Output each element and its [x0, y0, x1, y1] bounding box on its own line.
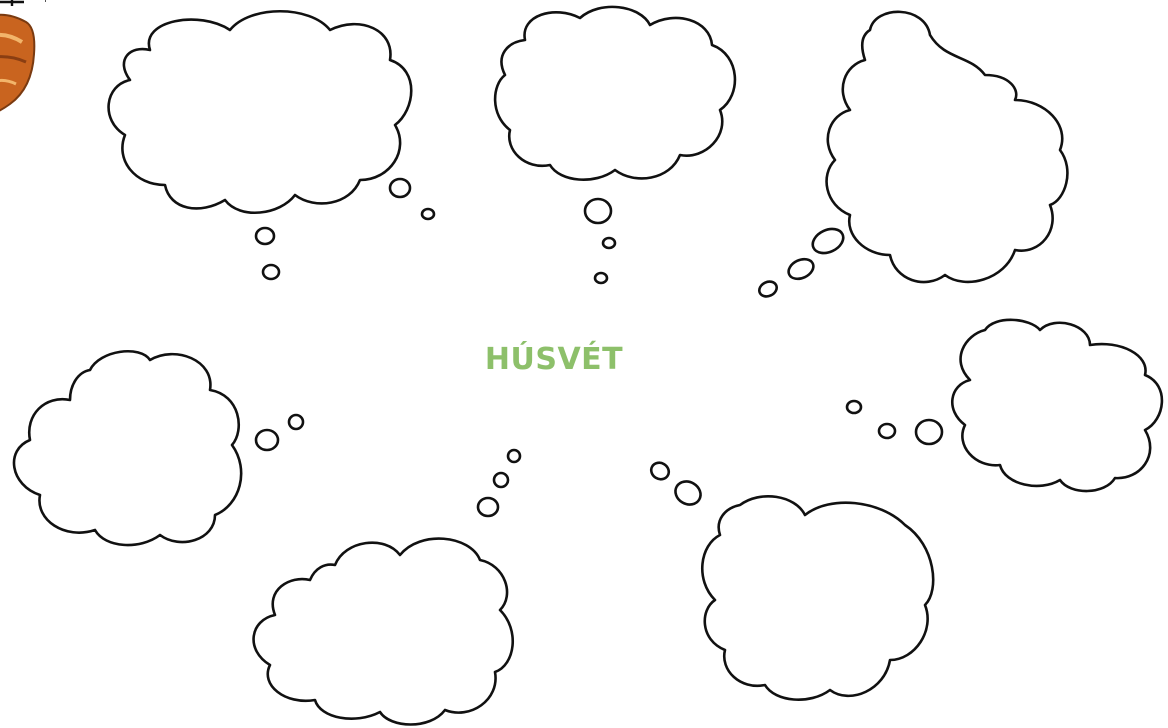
thought-cloud-3: [757, 12, 1068, 299]
thought-cloud-1: [109, 11, 434, 279]
thought-cloud-6: [254, 450, 520, 725]
thought-cloud-4: [14, 351, 303, 545]
thought-cloud-7: [648, 460, 933, 700]
thought-cloud-2: [495, 7, 735, 283]
page-title: HÚSVÉT: [484, 342, 624, 377]
thought-cloud-5: [847, 320, 1162, 491]
